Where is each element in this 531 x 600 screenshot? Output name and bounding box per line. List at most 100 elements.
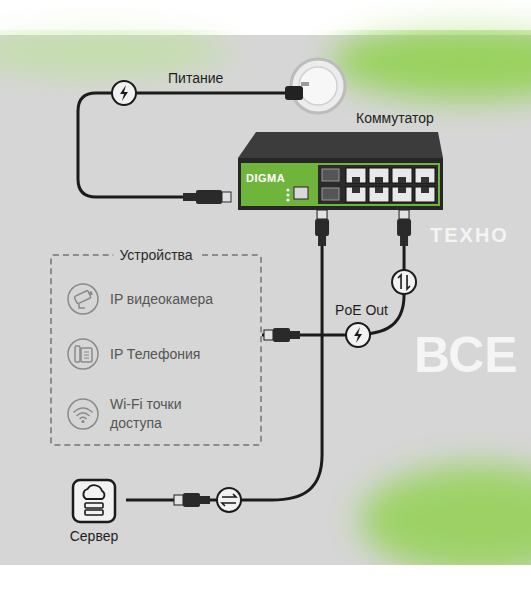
cable-label: PoE Out [332, 302, 391, 318]
symbol-circle [346, 323, 370, 347]
port-area [318, 165, 438, 204]
plug-tip [317, 210, 327, 219]
sfp-slot [322, 188, 339, 200]
icon-ring [68, 284, 98, 314]
led [286, 188, 289, 191]
symbol-circle [392, 270, 416, 294]
plug-boot [183, 193, 196, 201]
device-group: УстройстваIP видеокамераIP ТелефонияWi-F… [50, 254, 262, 446]
switch-top [238, 132, 443, 158]
rj45-port [369, 187, 389, 202]
device-name: IP видеокамера [110, 290, 213, 309]
page-ground [0, 0, 531, 30]
phone-handset [75, 346, 80, 362]
rj45-plug [264, 328, 300, 342]
network-switch: КоммутаторDIGMA [238, 132, 443, 210]
plug-pin [301, 82, 309, 86]
plug-body [196, 190, 222, 204]
device-title: Коммутатор [356, 110, 434, 126]
device-name: Wi-Fi точки доступа [110, 395, 215, 433]
rj45-plug [397, 210, 411, 246]
device-item: IP видеокамера [66, 282, 213, 316]
port-notch [398, 187, 406, 193]
port-notch [421, 187, 429, 193]
plug-tip [174, 495, 183, 505]
symbol-circle [112, 81, 136, 105]
port-notch [352, 177, 360, 183]
sfp-slot [322, 169, 339, 181]
plug-body [273, 328, 290, 342]
bolt-icon [354, 327, 362, 343]
socket-plug [285, 86, 303, 100]
plug-boot [318, 236, 326, 246]
plug-tip [264, 330, 273, 340]
plug-tip [399, 210, 409, 219]
updown-icon [398, 275, 410, 289]
swap-icon [222, 494, 236, 506]
plug-body [183, 493, 200, 507]
icon-ring [68, 399, 98, 429]
device-icon [66, 337, 100, 371]
rj45-port [415, 168, 435, 183]
cloud-glyph [83, 485, 104, 499]
device-brand: DIGMA [246, 172, 285, 184]
rj45-plug [315, 210, 329, 246]
cable-symbol [217, 488, 241, 512]
port-notch [352, 187, 360, 193]
cable-symbol [392, 270, 416, 294]
rj45-port [392, 187, 412, 202]
camera-body [74, 290, 91, 304]
device-name: IP Телефония [110, 345, 200, 364]
device-icon [66, 397, 100, 431]
server-unit [85, 510, 103, 515]
plug-tip [222, 192, 231, 202]
rj45-port [346, 168, 366, 183]
rj45-port [415, 187, 435, 202]
plug-body [315, 219, 329, 236]
power-plug [183, 190, 231, 204]
icon-frame [73, 480, 115, 522]
device-icon [66, 282, 100, 316]
port-notch [375, 177, 383, 183]
watermark: ТЕХНО [430, 224, 509, 247]
watermark: ВСЕ [414, 330, 518, 380]
plug-body [397, 219, 411, 236]
socket-face [299, 67, 337, 105]
port-notch [375, 187, 383, 193]
wall-socket [285, 59, 345, 113]
port-notch [421, 177, 429, 183]
cable-symbol [346, 323, 370, 347]
server-unit [85, 503, 103, 508]
led [286, 193, 289, 196]
plug-boot [200, 496, 210, 504]
camera-mount [79, 304, 85, 308]
cable [262, 210, 404, 335]
green-swoosh [360, 465, 531, 575]
group-heading: Устройства [113, 246, 198, 264]
camera-icon [74, 289, 94, 304]
rj45-port [392, 168, 412, 183]
switch-panel [241, 163, 440, 206]
phone-keys [84, 352, 89, 358]
device-item: IP Телефония [66, 337, 200, 371]
green-swoosh [0, 30, 230, 74]
switch-front [238, 158, 443, 210]
server-name: Сервер [62, 528, 126, 544]
server-box: Сервер [62, 478, 126, 544]
plug-boot [290, 331, 300, 339]
power-label: Питание [168, 70, 223, 86]
switch-art [238, 132, 443, 210]
port-notch [398, 177, 406, 183]
icon-ring [68, 339, 98, 369]
bolt-icon [120, 85, 128, 101]
rj45-plug [174, 493, 210, 507]
power-symbol [112, 81, 136, 105]
rj45-port [346, 187, 366, 202]
green-swoosh [330, 24, 531, 100]
page-ground [0, 565, 531, 600]
wifi-dot [81, 420, 84, 423]
server-icon [71, 478, 117, 524]
led [286, 198, 289, 201]
camera-lens [88, 291, 92, 296]
